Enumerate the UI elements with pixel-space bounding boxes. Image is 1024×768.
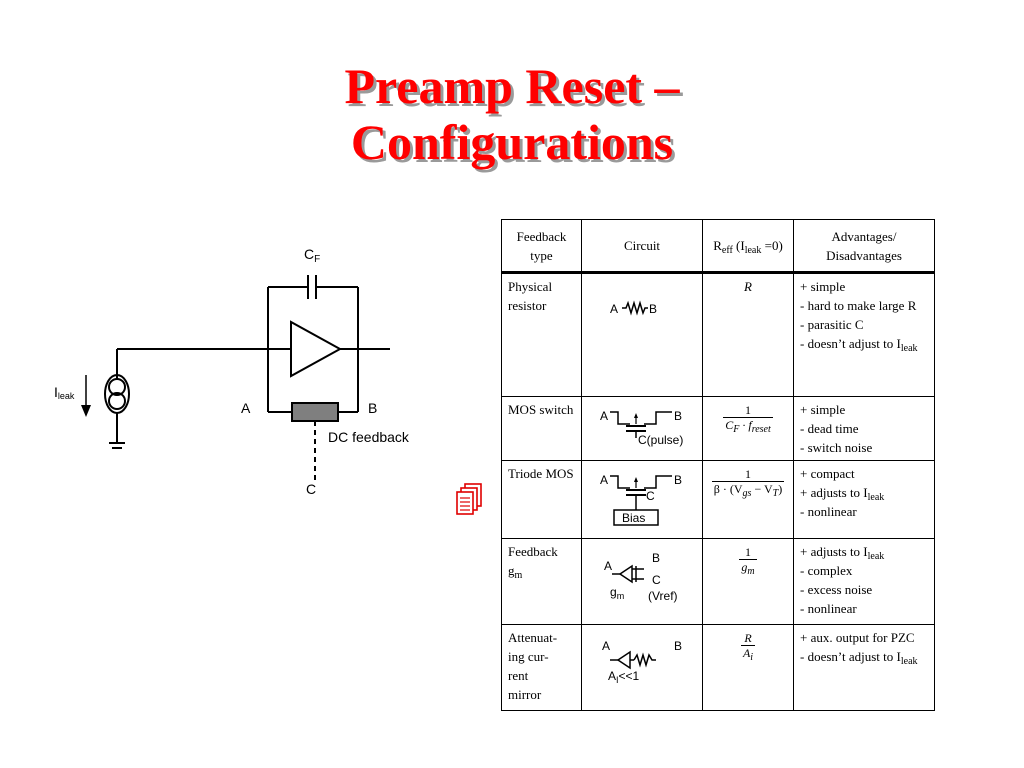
svg-text:B: B [652, 551, 660, 565]
svg-text:Bias: Bias [622, 511, 645, 525]
feedback-gm-circuit-icon: A B C gm (Vref) [604, 551, 678, 603]
row-circuit: A B C gm (Vref) [581, 538, 703, 625]
table-header-row: Feedback type Circuit Reff (Ileak =0) Ad… [501, 219, 935, 274]
notes-icon[interactable] [455, 482, 485, 516]
row-advantages: + simple - dead time - switch noise [793, 396, 935, 461]
current-source [104, 349, 130, 449]
row-advantages: + adjusts to Ileak - complex - excess no… [793, 538, 935, 625]
amplifier-triangle [117, 320, 390, 378]
configurations-table: Feedback type Circuit Reff (Ileak =0) Ad… [501, 219, 935, 711]
row-advantages: + aux. output for PZC - doesn’t adjust t… [793, 624, 935, 711]
node-c-label: C [306, 481, 316, 497]
dc-feedback-label: DC feedback [328, 429, 410, 445]
title-line-2: Configurations [350, 114, 674, 170]
dc-feedback-element [268, 349, 359, 480]
row-type: MOS switch [501, 396, 582, 461]
header-reff: Reff (Ileak =0) [702, 219, 794, 274]
row-advantages: + simple - hard to make large R - parasi… [793, 272, 935, 397]
svg-text:A: A [602, 639, 610, 653]
row-circuit: A B [581, 272, 703, 397]
svg-text:C: C [652, 573, 661, 587]
cf-label: CF [304, 246, 320, 265]
row-type: Attenuat- ing cur- rent mirror [501, 624, 582, 711]
row-type: Feedback gm [501, 538, 582, 625]
row-reff: R [702, 272, 794, 397]
row-type: Physical resistor [501, 272, 582, 397]
resistor-circuit-icon: A B [610, 300, 657, 316]
svg-text:B: B [674, 639, 682, 653]
svg-text:A: A [604, 559, 612, 573]
svg-text:A: A [600, 473, 608, 487]
row-circuit: A B C Bias [581, 460, 703, 539]
svg-text:AI<<1: AI<<1 [608, 669, 640, 685]
mos-switch-circuit-icon: A B C(pulse) [600, 409, 683, 447]
svg-text:A: A [610, 302, 618, 316]
header-circuit: Circuit [581, 219, 703, 274]
row-circuit: A B C(pulse) [581, 396, 703, 461]
current-mirror-circuit-icon: A B AI<<1 [602, 639, 682, 685]
header-advantages: Advantages/ Disadvantages [793, 219, 935, 274]
table-row: Attenuat- ing cur- rent mirror A B AI<<1… [501, 624, 935, 711]
preamp-schematic: CF Ileak A B DC feedback C [54, 246, 410, 497]
node-a-label: A [241, 400, 251, 416]
row-advantages: + compact + adjusts to Ileak - nonlinear [793, 460, 935, 539]
svg-text:A: A [600, 409, 608, 423]
svg-text:(Vref): (Vref) [648, 589, 678, 603]
svg-text:B: B [674, 473, 682, 487]
ileak-label: Ileak [54, 384, 75, 401]
header-feedback-type: Feedback type [501, 219, 582, 274]
svg-text:B: B [674, 409, 682, 423]
svg-text:C: C [646, 489, 655, 503]
row-circuit: A B AI<<1 [581, 624, 703, 711]
triode-mos-circuit-icon: A B C Bias [600, 473, 682, 526]
ileak-arrow-icon [81, 375, 91, 417]
row-type: Triode MOS [501, 460, 582, 539]
svg-text:gm: gm [610, 585, 624, 601]
table-row: Physical resistor A B R + simple - hard … [501, 272, 935, 397]
page-title: Preamp Reset – Configurations [0, 58, 1024, 170]
title-line-1: Preamp Reset – [344, 58, 680, 114]
node-b-label: B [368, 400, 377, 416]
svg-text:C(pulse): C(pulse) [638, 433, 683, 447]
svg-text:B: B [649, 302, 657, 316]
